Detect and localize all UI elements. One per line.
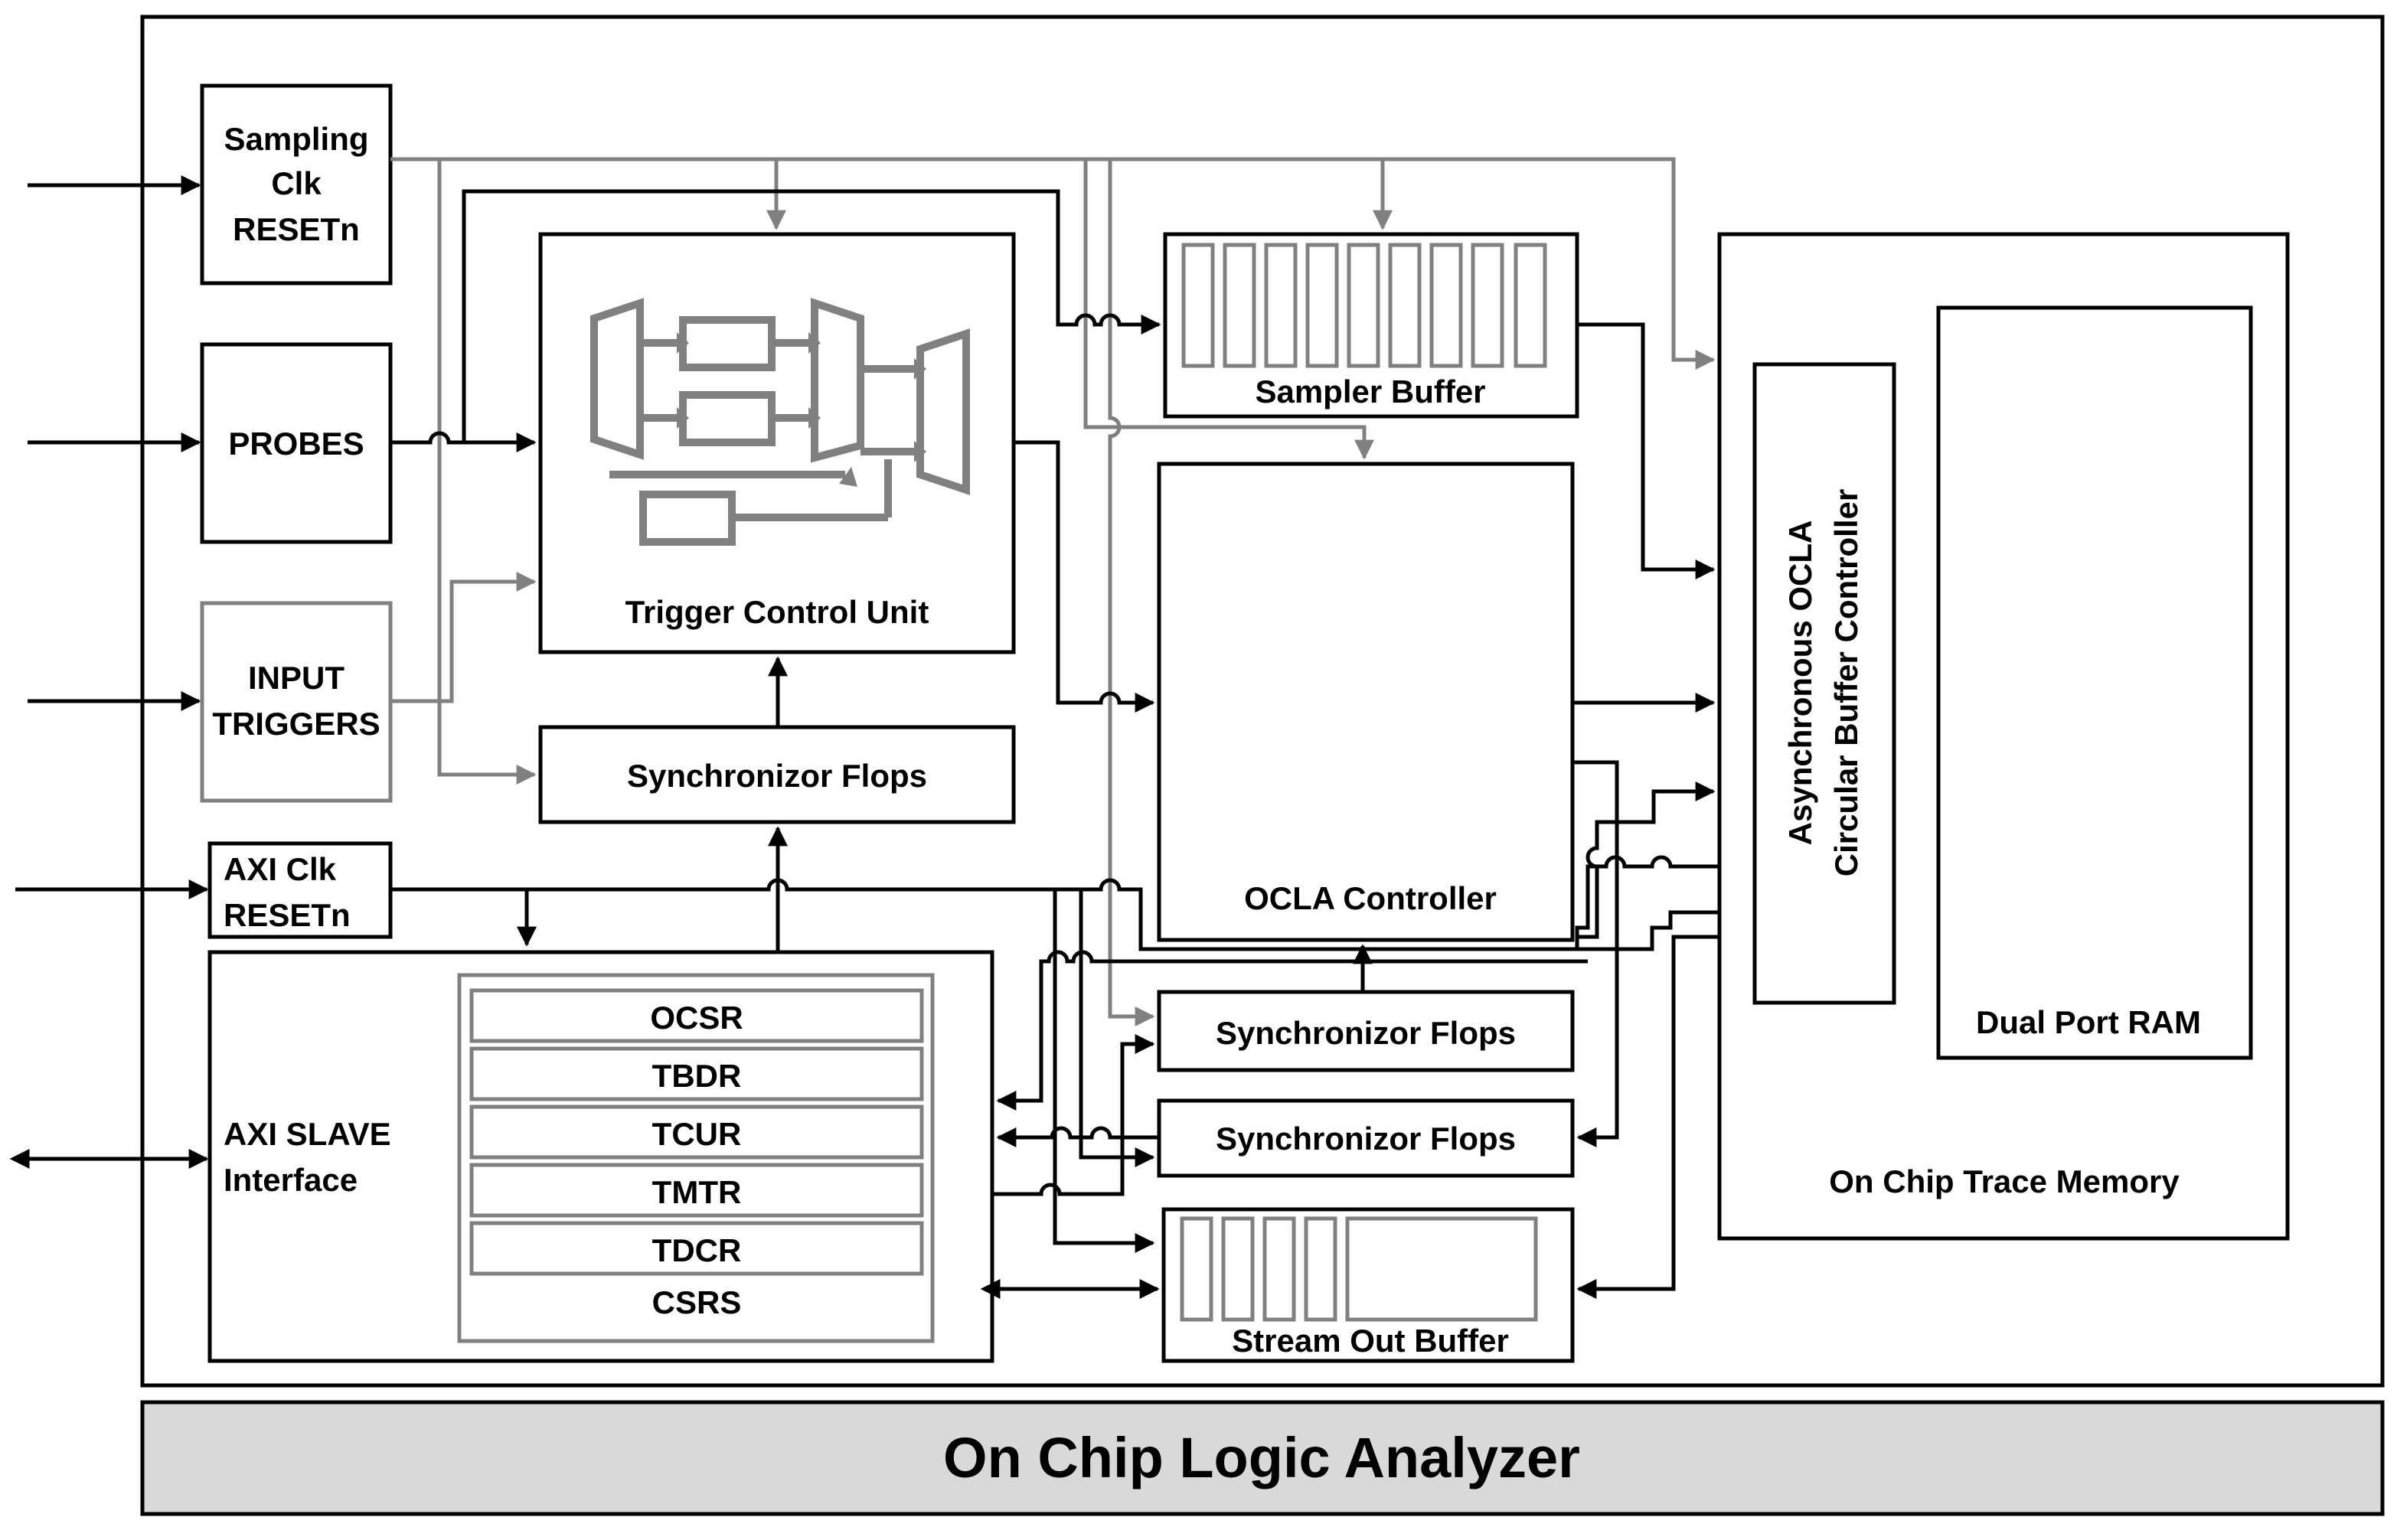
csr-tcur [469,1104,924,1160]
csr-tdcr-label: TDCR [652,1232,742,1268]
svg-text:Clk: Clk [271,165,322,201]
csr-ocsr-label: OCSR [650,1000,743,1036]
svg-text:Interface: Interface [224,1162,358,1198]
stream-out-buffer-cells [1180,1216,1538,1322]
svg-text:Asynchronous OCLA: Asynchronous OCLA [1782,520,1818,846]
circular-buffer-controller-block: Asynchronous OCLA Circular Buffer Contro… [1752,362,1896,1005]
svg-text:Synchronizor Flops: Synchronizor Flops [1216,1121,1516,1157]
signal-wires [390,189,1719,1299]
svg-text:Circular Buffer Controller: Circular Buffer Controller [1828,489,1864,876]
dual-port-ram-block: Dual Port RAM [1936,305,2253,1060]
svg-text:On Chip Trace Memory: On Chip Trace Memory [1829,1163,2180,1199]
csr-ocsr [469,988,924,1043]
svg-text:AXI Clk: AXI Clk [224,851,337,887]
svg-text:Sampling: Sampling [224,121,368,157]
csr-tdcr [469,1221,924,1276]
svg-text:Dual Port RAM: Dual Port RAM [1976,1004,2201,1040]
csr-tcur-label: TCUR [652,1116,742,1152]
stream-out-buffer-block: Stream Out Buffer [1161,1207,1575,1363]
svg-text:Synchronizor Flops: Synchronizor Flops [1216,1015,1516,1051]
footer-bar [140,1400,2385,1516]
csr-tbdr [469,1046,924,1101]
trigger-logic-arrowheads [677,332,926,487]
sync-flops-mid-block: Synchronizor Flops [1157,990,1575,1072]
sampler-buffer-cells [1181,243,1547,368]
sync-flops-low-block: Synchronizor Flops [1157,1098,1575,1178]
svg-text:OCLA Controller: OCLA Controller [1244,880,1497,916]
svg-text:INPUT: INPUT [248,660,345,696]
probes-block: PROBES [200,342,393,544]
svg-text:RESETn: RESETn [233,211,360,247]
sampling-clock-wires [390,157,1716,1026]
ocla-controller-block: OCLA Controller [1157,462,1575,942]
sync-flops-top-block: Synchronizor Flops [538,725,1016,824]
trigger-control-unit-block: Trigger Control Unit [538,232,1016,654]
input-triggers-block: INPUT TRIGGERS [200,601,393,803]
svg-text:Stream Out Buffer: Stream Out Buffer [1232,1323,1509,1359]
csr-tbdr-label: TBDR [652,1058,742,1094]
svg-text:RESETn: RESETn [224,897,351,933]
csrs-label: CSRS [652,1284,742,1320]
svg-text:TRIGGERS: TRIGGERS [212,706,380,742]
svg-text:AXI SLAVE: AXI SLAVE [224,1116,391,1152]
svg-text:Trigger Control Unit: Trigger Control Unit [625,594,929,630]
sampling-clk-block: Sampling Clk RESETn [200,83,393,285]
csr-tmtr [469,1163,924,1218]
svg-text:Synchronizor Flops: Synchronizor Flops [627,758,927,794]
csrs-group: OCSR TBDR TCUR TMTR TDCR CSRS [457,973,935,1343]
axi-clk-block: AXI Clk RESETn [207,841,393,939]
svg-text:PROBES: PROBES [228,426,364,462]
footer-title: On Chip Logic Analyzer [943,1426,1580,1489]
sampler-buffer-block: Sampler Buffer [1163,232,1579,419]
csr-tmtr-label: TMTR [652,1174,742,1210]
svg-text:Sampler Buffer: Sampler Buffer [1255,374,1485,409]
